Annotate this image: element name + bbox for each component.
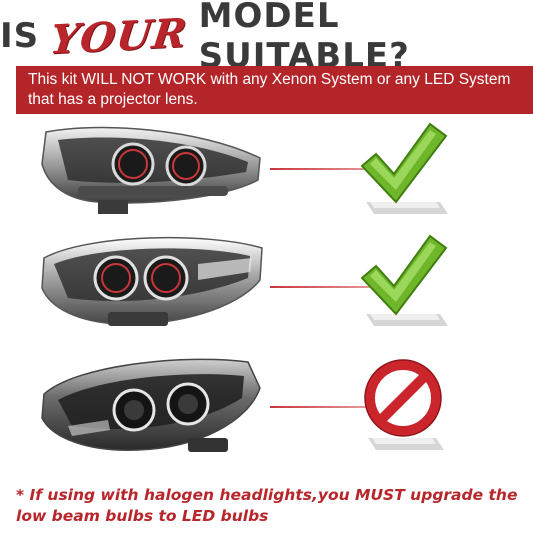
headlight-row-1 — [0, 120, 533, 232]
check-icon — [360, 234, 448, 326]
title-word-your: YOUR — [47, 8, 191, 64]
headlight-image-2 — [41, 236, 263, 326]
headlight-image-1 — [41, 126, 261, 214]
guide-line-2 — [270, 286, 380, 288]
title-word-rest: MODEL SUITABLE? — [198, 0, 410, 76]
page-title: IS YOUR MODEL SUITABLE? — [0, 0, 533, 76]
check-icon — [360, 122, 448, 214]
warning-banner: This kit WILL NOT WORK with any Xenon Sy… — [16, 66, 533, 114]
warning-banner-text: This kit WILL NOT WORK with any Xenon Sy… — [28, 71, 511, 108]
guide-line-1 — [270, 168, 380, 170]
guide-line-3 — [270, 406, 374, 408]
headlight-row-3 — [0, 352, 533, 462]
halogen-upgrade-note: * If using with halogen headlights,you M… — [16, 486, 518, 525]
title-word-is: IS — [0, 16, 40, 56]
headlight-image-3 — [41, 358, 261, 452]
prohibited-icon — [364, 359, 444, 450]
headlight-row-2 — [0, 228, 533, 346]
